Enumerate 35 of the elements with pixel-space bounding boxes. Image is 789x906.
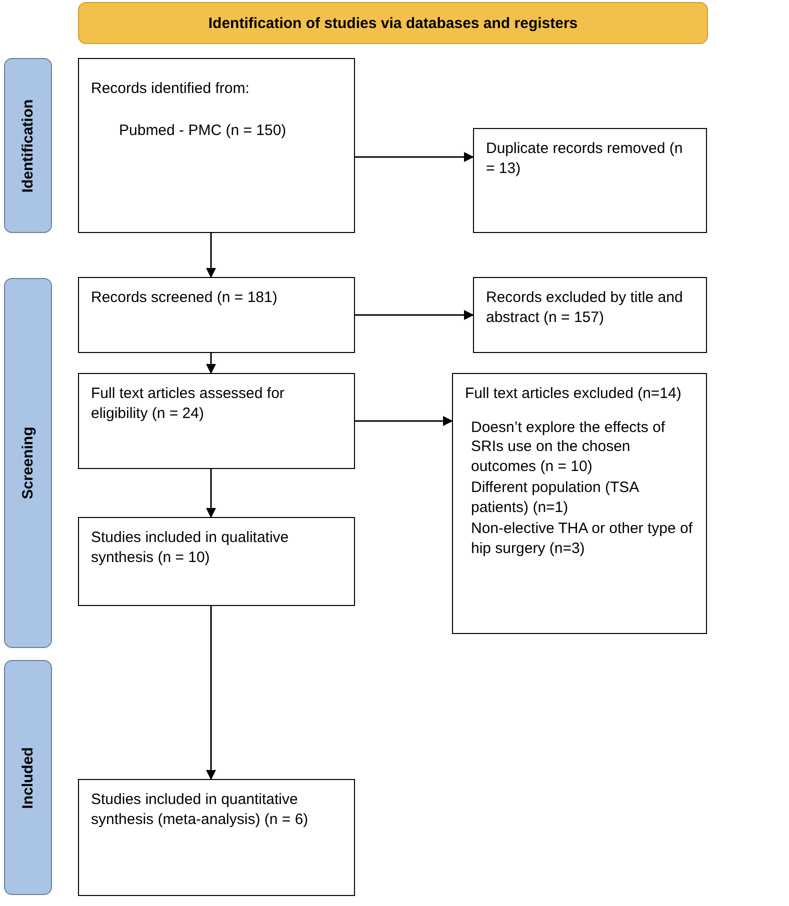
box-text: Duplicate records removed (n = 13): [486, 139, 684, 178]
arrow: [206, 469, 216, 518]
process-box: [78, 277, 355, 353]
title-text: Identification of studies via databases and registers: [208, 14, 578, 32]
phase-band: [4, 58, 52, 233]
box-text: Full text articles excluded (n=14): [465, 384, 682, 404]
phase-label: Identification: [20, 98, 36, 192]
process-box: [473, 277, 707, 353]
arrow: [355, 152, 474, 162]
box-text: Studies included in qualitative synthesis (n = 10): [91, 528, 290, 567]
process-box: [78, 58, 355, 233]
box-text: Doesn’t explore the effects of SRIs use on the chosen outcomes (n = 10): [471, 418, 666, 476]
process-box: [473, 128, 707, 233]
arrow: [355, 416, 453, 426]
arrow: [206, 233, 216, 278]
process-box: [78, 373, 355, 469]
arrow: [206, 606, 216, 780]
phase-band: [4, 278, 52, 648]
box-text: Non-elective THA or other type of hip surgery (n=3): [471, 519, 694, 558]
arrow: [355, 310, 474, 320]
phase-label: Screening: [20, 426, 36, 500]
box-text: Different population (TSA patients) (n=1): [471, 478, 640, 517]
box-text: Records identified from:: [91, 79, 250, 98]
process-box: [452, 373, 707, 634]
box-text: Pubmed - PMC (n = 150): [119, 120, 288, 140]
phase-band: [4, 660, 52, 895]
process-box: [78, 779, 355, 896]
box-text: Studies included in quantitative synthesis (meta-analysis) (n = 6): [91, 790, 310, 829]
arrow: [206, 353, 216, 374]
box-text: Records excluded by title and abstract (n = 157): [486, 288, 684, 327]
header-band: [78, 2, 708, 44]
box-text: Full text articles assessed for eligibility (n = 24): [91, 384, 286, 423]
process-box: [78, 517, 355, 606]
phase-label: Included: [20, 746, 36, 808]
box-text: Records screened (n = 181): [91, 288, 278, 308]
